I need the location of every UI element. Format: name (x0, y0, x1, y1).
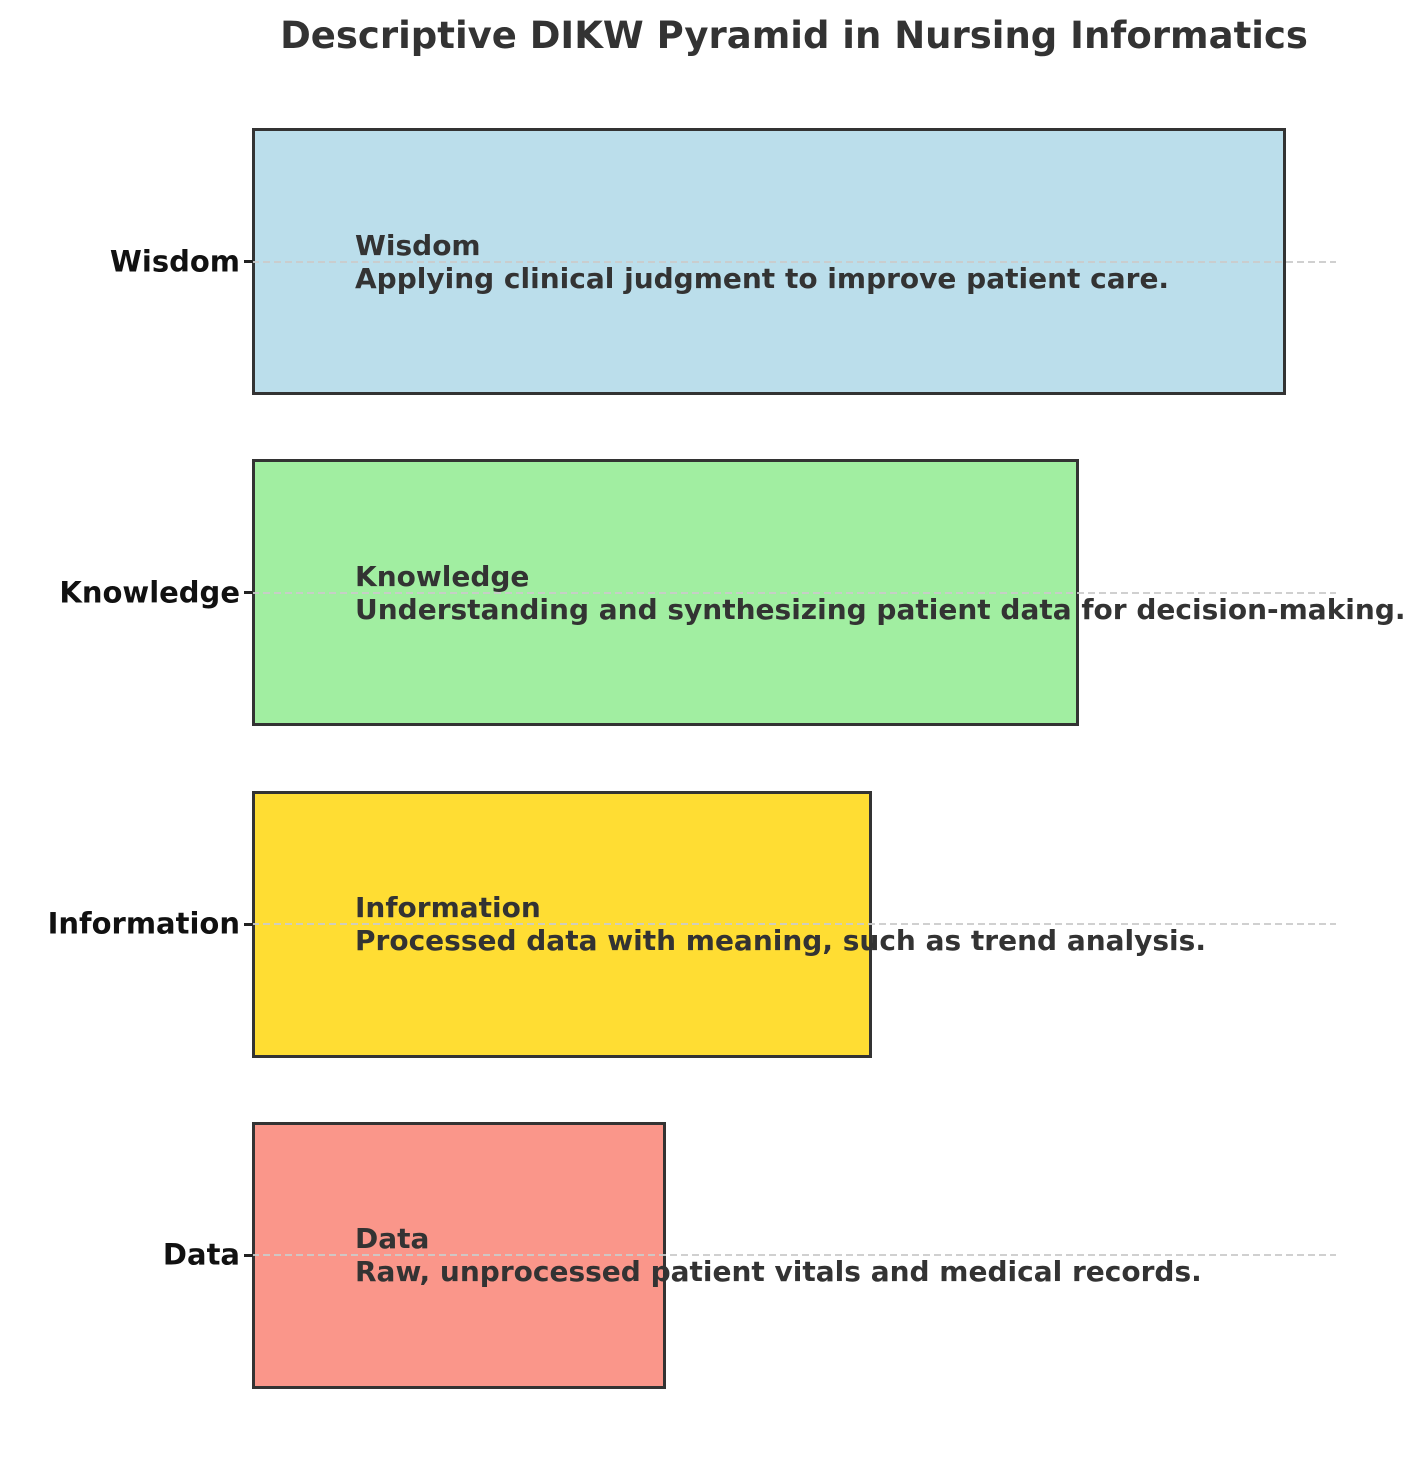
bar-description-wisdom: Applying clinical judgment to improve pa… (355, 261, 1170, 295)
gridline-wisdom (252, 260, 1336, 263)
y-axis-label-wisdom: Wisdom (109, 243, 240, 278)
bar-description-data: Raw, unprocessed patient vitals and medi… (355, 1255, 1202, 1289)
gridline-information (252, 923, 1336, 926)
y-axis-label-information: Information (47, 906, 240, 941)
chart-title: Descriptive DIKW Pyramid in Nursing Info… (280, 14, 1308, 57)
bar-name-data: Data (355, 1222, 430, 1256)
y-axis-tick-information (244, 922, 253, 926)
bar-description-information: Processed data with meaning, such as tre… (355, 924, 1206, 958)
y-axis-label-knowledge: Knowledge (59, 575, 240, 610)
y-axis-tick-data (244, 1253, 253, 1257)
gridline-knowledge (252, 591, 1336, 594)
y-axis-tick-wisdom (244, 260, 253, 263)
bar-name-information: Information (355, 891, 541, 925)
y-axis-label-data: Data (162, 1237, 240, 1272)
bar-name-wisdom: Wisdom (355, 228, 481, 262)
y-axis-tick-knowledge (244, 591, 253, 595)
bar-description-knowledge: Understanding and synthesizing patient d… (355, 592, 1406, 626)
bar-name-knowledge: Knowledge (355, 559, 530, 593)
gridline-data (252, 1254, 1336, 1257)
